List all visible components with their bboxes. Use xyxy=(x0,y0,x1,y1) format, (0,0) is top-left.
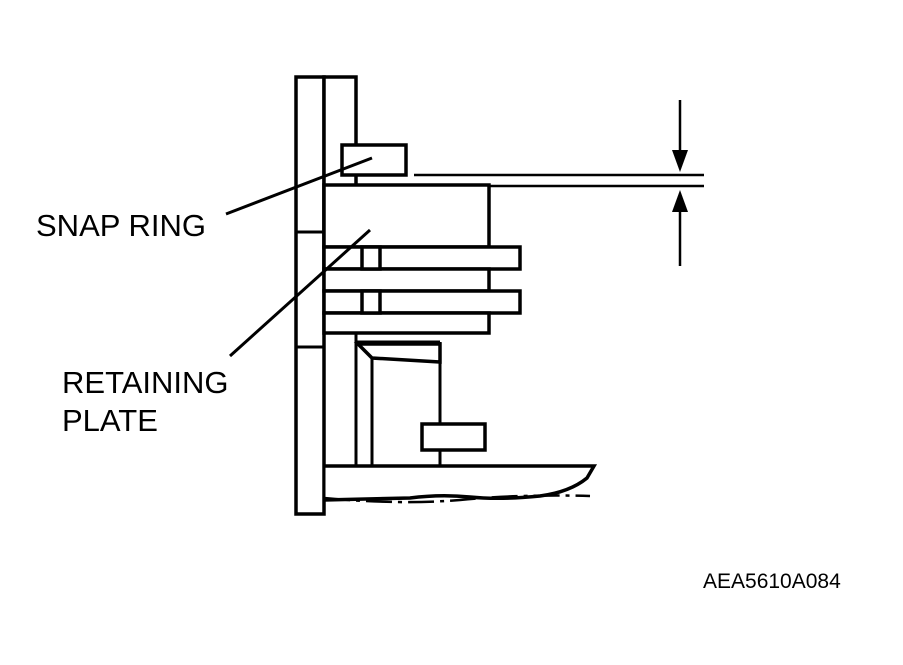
retaining-plate-label-line1: RETAINING xyxy=(62,365,229,400)
clearance-dimension xyxy=(414,100,704,266)
piston xyxy=(353,333,442,466)
retaining-plate-label-line2: PLATE xyxy=(62,403,158,438)
retaining-plate xyxy=(322,183,491,249)
drum-hub xyxy=(322,464,598,512)
retaining-plate-leader xyxy=(228,228,372,358)
snap-ring xyxy=(340,143,408,177)
snap-ring-leader xyxy=(225,156,373,216)
retaining-plate-label: RETAINING PLATE xyxy=(62,364,229,440)
spring-retainer xyxy=(420,422,487,452)
clutch-plates xyxy=(322,245,522,335)
snap-ring-label: SNAP RING xyxy=(36,208,206,243)
figure-code: AEA5610A084 xyxy=(703,570,841,593)
